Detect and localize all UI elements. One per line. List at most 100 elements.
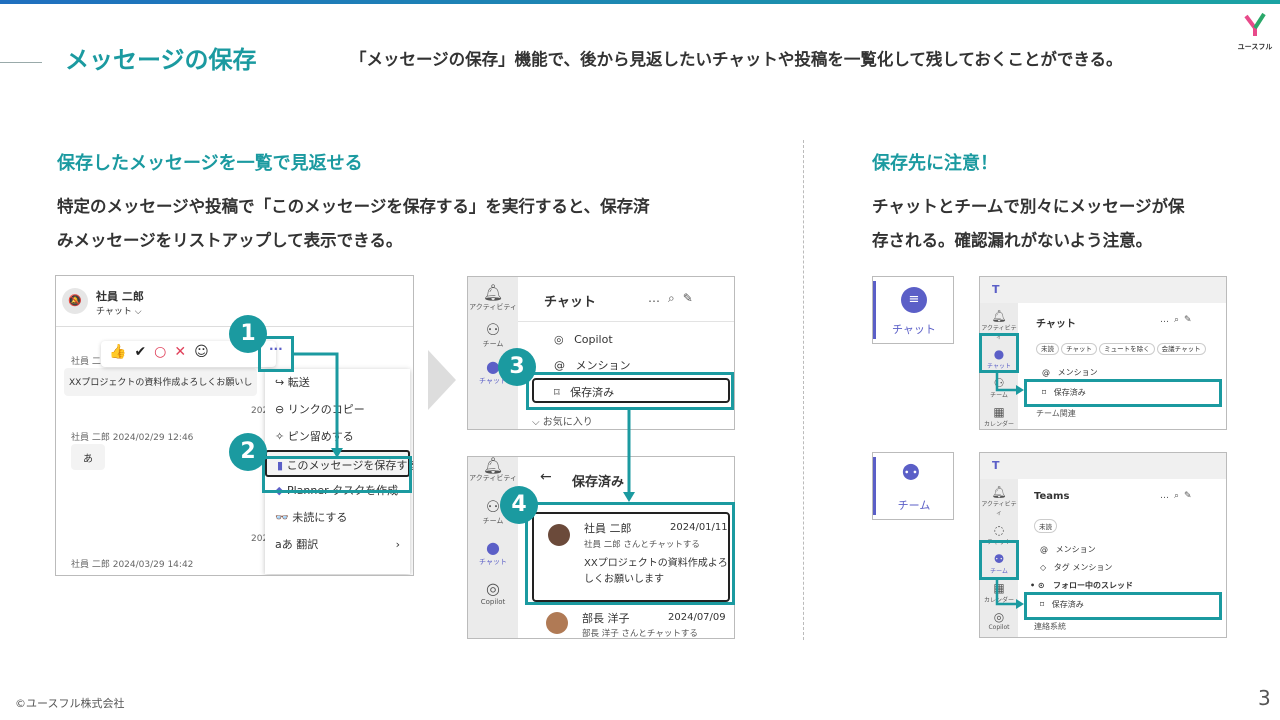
item-saved[interactable]: ⌑ 保存済み xyxy=(1042,388,1086,397)
pane-title: チャット xyxy=(544,295,596,310)
rail-calendar[interactable]: ▦カレンダー xyxy=(983,405,1014,428)
rail-activity[interactable]: 🔔︎アクティビティ xyxy=(469,456,517,483)
like-reaction-icon[interactable]: 👍 xyxy=(109,344,135,360)
search-icon[interactable]: ⌕ xyxy=(668,291,683,305)
rail-teams[interactable]: ⚇チーム xyxy=(482,497,504,525)
item-saved[interactable]: ⌑ 保存済み xyxy=(1040,600,1084,609)
pane-title: Teams xyxy=(1034,491,1070,502)
back-arrow-icon[interactable]: ← xyxy=(540,469,552,485)
teams-icon: ⚇ xyxy=(485,320,501,339)
filter-chip[interactable]: 会議チャット xyxy=(1156,343,1206,355)
msg-author: 社員 二郎 2024/03/29 14:42 xyxy=(71,560,194,570)
filter-chip[interactable]: 未読 xyxy=(1036,343,1059,355)
item-mentions[interactable]: @ メンション xyxy=(1040,545,1096,554)
menu-item-mark-unread[interactable]: 👓 未読にする xyxy=(275,511,348,524)
arrow-connector xyxy=(995,579,1024,609)
menu-item-copy-link[interactable]: ⊖ リンクのコピー xyxy=(275,403,365,416)
add-reaction-icon[interactable]: ☺ xyxy=(194,344,217,360)
rail-teams[interactable]: ⚉チーム xyxy=(990,552,1008,575)
title-rule xyxy=(0,62,42,63)
item-copilot[interactable]: ◎ Copilot xyxy=(554,333,613,346)
saved-card[interactable]: 社員 二郎 2024/01/11 社員 二郎 さんとチャットする XXプロジェク… xyxy=(532,512,730,602)
menu-item-translate[interactable]: aあ 翻訳 › xyxy=(275,538,400,551)
rail-teams[interactable]: ⚇チーム xyxy=(468,320,518,349)
item-followed-threads[interactable]: • ⊙ フォロー中のスレッド xyxy=(1030,581,1133,590)
filter-chip[interactable]: チャット xyxy=(1061,343,1098,355)
right-body: チャットとチームで別々にメッセージが保 存される。確認漏れがないよう注意。 xyxy=(872,190,1185,258)
card-sub: 部長 洋子 さんとチャットする xyxy=(582,629,698,639)
item-mentions[interactable]: @ メンション xyxy=(1042,368,1098,377)
rail-chat[interactable]: ●チャット xyxy=(987,347,1011,370)
timestamp: 202 xyxy=(251,534,269,544)
item-tag-mentions[interactable]: ◇ タグ メンション xyxy=(1040,563,1113,572)
page-subtitle: 「メッセージの保存」機能で、後から見返したいチャットや投稿を一覧化して残しておく… xyxy=(350,50,1123,69)
compose-icon[interactable]: ✎ xyxy=(682,291,701,305)
highlight-saved-item xyxy=(1024,379,1222,407)
teams-logo-icon: T xyxy=(992,283,1000,296)
reaction-bar: 👍✔○✕☺ xyxy=(101,341,276,367)
left-body: 特定のメッセージや投稿で「このメッセージを保存する」を実行すると、保存済 みメッ… xyxy=(57,190,650,258)
rail-calendar[interactable]: ▦カレンダー xyxy=(983,581,1014,604)
left-body-line: みメッセージをリストアップして表示できる。 xyxy=(57,231,403,250)
teams-tile: ⚉ チーム xyxy=(872,452,954,520)
card-date: 2024/07/09 xyxy=(668,612,726,623)
item-contact-channel[interactable]: 連絡系統 xyxy=(1034,622,1066,631)
circle-reaction-icon[interactable]: ○ xyxy=(154,344,175,360)
check-reaction-icon[interactable]: ✔ xyxy=(134,344,155,360)
highlight-more-button xyxy=(258,336,294,372)
teams-icon: ⚉ xyxy=(901,461,921,486)
card-name: 部長 洋子 xyxy=(582,612,630,625)
step-badge-2: 2 xyxy=(229,433,267,471)
item-mentions[interactable]: @ メンション xyxy=(554,359,631,372)
screenshot-teams-saved: T 🔔︎アクティビティ ◌チャット ⚉チーム ▦カレンダー ◎Copilot T… xyxy=(979,452,1227,638)
section-divider xyxy=(803,140,804,640)
rail-chat[interactable]: ●チャット xyxy=(468,357,518,386)
filter-chip[interactable]: ミュートを除く xyxy=(1099,343,1155,355)
more-options-button[interactable]: ··· xyxy=(269,342,283,356)
item-saved[interactable]: ⌑ 保存済み xyxy=(532,378,730,403)
rail-activity[interactable]: 🔔︎アクティビティ xyxy=(469,283,517,311)
step-badge-3: 3 xyxy=(498,348,536,386)
message-bubble[interactable]: XXプロジェクトの資料作成よろしくお願いし xyxy=(64,368,258,396)
app-rail: 🔔︎アクティビティ ◌チャット ⚉チーム ▦カレンダー ◎Copilot xyxy=(980,479,1018,637)
card-sub: 社員 二郎 さんとチャットする xyxy=(584,540,700,550)
right-body-line: 存される。確認漏れがないよう注意。 xyxy=(872,231,1153,250)
page-number: 3 xyxy=(1258,686,1271,710)
avatar xyxy=(546,612,568,634)
step-badge-4: 4 xyxy=(500,486,538,524)
divider xyxy=(518,321,734,322)
more-icon[interactable]: … xyxy=(648,291,668,305)
message-bubble[interactable]: あ xyxy=(71,444,105,470)
right-body-line: チャットとチームで別々にメッセージが保 xyxy=(872,197,1185,216)
rail-copilot[interactable]: ◎Copilot xyxy=(480,579,506,606)
card-date: 2024/01/11 xyxy=(670,522,728,533)
menu-item-forward[interactable]: ↪ 転送 xyxy=(275,376,310,389)
rail-activity[interactable]: 🔔︎アクティビティ xyxy=(981,309,1017,341)
rail-activity[interactable]: 🔔︎アクティビティ xyxy=(981,485,1017,517)
cross-reaction-icon[interactable]: ✕ xyxy=(174,344,195,360)
chat-tile: ≡ チャット xyxy=(872,276,954,344)
msg-author: 社員 二 xyxy=(71,357,101,367)
pane-actions: …⌕✎ xyxy=(1160,315,1197,325)
tile-label: チーム xyxy=(897,499,931,512)
item-team-related[interactable]: チーム関連 xyxy=(1036,409,1076,418)
highlight-saved-card xyxy=(525,502,735,605)
tile-accent xyxy=(873,281,876,339)
filter-chip[interactable]: 未読 xyxy=(1034,519,1057,533)
right-heading: 保存先に注意！ xyxy=(872,153,998,174)
rail-chat[interactable]: ●チャット xyxy=(479,538,507,566)
rail-teams[interactable]: ⚇チーム xyxy=(990,376,1008,399)
highlight-rail-teams xyxy=(979,540,1019,580)
top-accent-bar xyxy=(0,0,1280,4)
bell-icon: 🔔︎ xyxy=(482,283,504,302)
tile-label: チャット xyxy=(892,323,936,336)
page-title: メッセージの保存 xyxy=(65,46,257,74)
chat-sub: チャット ⌵ xyxy=(96,307,142,317)
pane-actions: …⌕✎ xyxy=(648,291,701,306)
rail-copilot[interactable]: ◎Copilot xyxy=(988,610,1010,631)
highlight-rail-chat xyxy=(979,333,1019,373)
favorites-section[interactable]: ⌵ お気に入り xyxy=(532,417,593,428)
chat-icon: ≡ xyxy=(901,287,927,313)
logo-text: ユースフル xyxy=(1237,43,1273,51)
msg-author: 社員 二郎 2024/02/29 12:46 xyxy=(71,433,194,443)
